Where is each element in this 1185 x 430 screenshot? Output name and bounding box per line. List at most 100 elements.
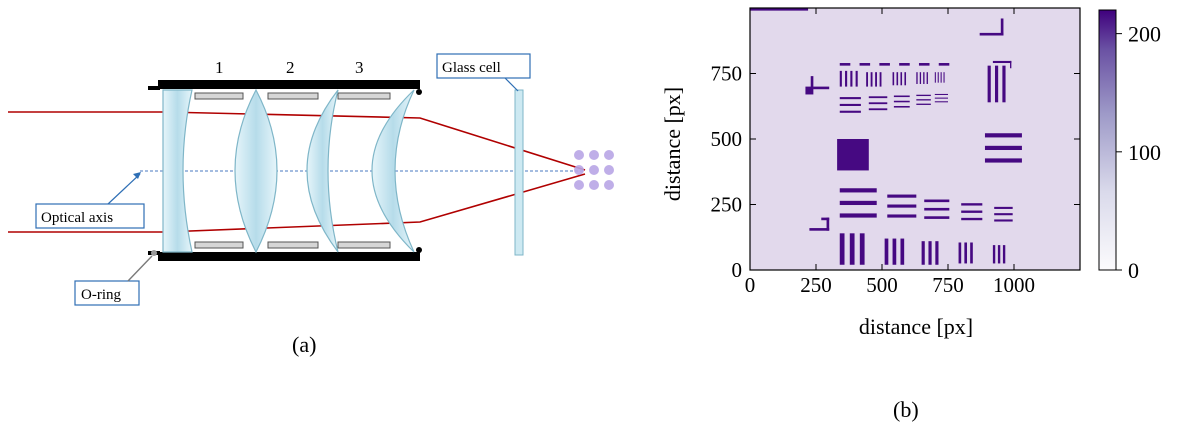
lens-number-2: 2 bbox=[286, 58, 295, 77]
target-bar bbox=[845, 70, 848, 87]
x-axis-label: distance [px] bbox=[859, 314, 973, 339]
target-bar bbox=[994, 213, 1013, 216]
target-bar bbox=[896, 72, 899, 86]
barrel-bottom-wall bbox=[158, 252, 420, 261]
target-bar bbox=[892, 72, 895, 86]
target-bar bbox=[958, 242, 962, 264]
target-bar bbox=[893, 95, 910, 98]
target-bar bbox=[961, 210, 983, 213]
target-bar bbox=[984, 158, 1022, 163]
target-bar bbox=[926, 72, 928, 84]
target-bar bbox=[919, 72, 922, 84]
colorbar-tick-label: 100 bbox=[1128, 140, 1161, 165]
target-bar bbox=[750, 8, 809, 11]
target-bar bbox=[839, 63, 851, 66]
target-bar bbox=[934, 101, 948, 103]
target-bar bbox=[868, 108, 888, 111]
y-tick-label: 500 bbox=[711, 127, 743, 151]
target-bar bbox=[892, 238, 897, 265]
heatmap-area bbox=[749, 7, 1081, 271]
target-bar bbox=[868, 102, 888, 105]
spacer-bottom-1 bbox=[194, 241, 244, 249]
target-bar bbox=[866, 72, 869, 87]
target-bar bbox=[1010, 60, 1012, 69]
target-bar bbox=[870, 72, 873, 87]
target-bar bbox=[899, 63, 910, 66]
light-rays bbox=[8, 111, 586, 233]
lens-number-3: 3 bbox=[355, 58, 364, 77]
spacer-top-2 bbox=[267, 92, 319, 100]
target-bar bbox=[837, 139, 869, 171]
target-bar bbox=[924, 207, 950, 211]
barrel-pin-bottom bbox=[416, 247, 422, 253]
target-bar bbox=[839, 110, 861, 113]
target-bar bbox=[938, 63, 950, 66]
y-tick-label: 250 bbox=[711, 193, 743, 217]
target-bar bbox=[900, 238, 905, 265]
target-bar bbox=[859, 233, 865, 265]
target-bar bbox=[921, 241, 925, 265]
target-bar bbox=[961, 217, 983, 221]
lens-3 bbox=[371, 89, 415, 253]
spacer-bottom-2 bbox=[267, 241, 319, 249]
target-bar bbox=[839, 233, 845, 265]
spacer-bottom-3 bbox=[337, 241, 391, 249]
target-bar bbox=[961, 203, 983, 206]
target-bar bbox=[893, 105, 910, 108]
target-bar bbox=[943, 72, 945, 83]
y-axis-label: distance [px] bbox=[660, 87, 685, 201]
target-bar bbox=[994, 219, 1013, 222]
target-bar bbox=[839, 97, 861, 100]
target-bar bbox=[1000, 18, 1004, 36]
barrel-pin-top bbox=[416, 89, 422, 95]
ray-upper bbox=[8, 111, 586, 171]
target-bar bbox=[997, 245, 1001, 264]
target-bar bbox=[940, 72, 942, 83]
target-bar bbox=[809, 228, 830, 231]
target-bar bbox=[934, 93, 948, 95]
target-bar bbox=[923, 72, 925, 84]
target-bar bbox=[849, 233, 855, 265]
target-bar bbox=[934, 97, 948, 99]
target-bar bbox=[934, 72, 936, 83]
resolution-target-features bbox=[750, 8, 1022, 265]
target-bar bbox=[979, 32, 1004, 36]
target-bar bbox=[879, 63, 890, 66]
heatmap-background bbox=[750, 8, 1080, 270]
target-bar bbox=[900, 72, 903, 86]
target-bar bbox=[916, 99, 931, 101]
target-bar bbox=[893, 100, 910, 103]
panel-a-caption: (a) bbox=[292, 332, 316, 357]
spacer-top-1 bbox=[194, 92, 244, 100]
target-bar bbox=[984, 133, 1022, 138]
target-bar bbox=[859, 63, 871, 66]
target-bar bbox=[884, 238, 889, 265]
target-bar bbox=[813, 86, 830, 90]
target-bar bbox=[826, 217, 830, 231]
window-lens bbox=[162, 89, 193, 253]
target-bar bbox=[992, 60, 1012, 64]
colorbar-tick-label: 200 bbox=[1128, 22, 1161, 47]
lens-1 bbox=[234, 88, 278, 254]
optical-axis-label: Optical axis bbox=[41, 210, 113, 226]
lens-2 bbox=[306, 89, 339, 253]
target-bar bbox=[987, 65, 991, 103]
optical-axis-callout: Optical axis bbox=[35, 172, 145, 229]
target-bar bbox=[887, 214, 917, 218]
x-tick-label: 250 bbox=[800, 273, 832, 297]
target-bar bbox=[839, 200, 877, 206]
target-bar bbox=[994, 206, 1013, 209]
target-bar bbox=[904, 72, 907, 86]
target-bar bbox=[805, 86, 814, 95]
ray-lower bbox=[8, 173, 586, 233]
y-tick-label: 0 bbox=[732, 258, 743, 282]
focal-dots bbox=[574, 150, 614, 190]
panel-b-caption: (b) bbox=[893, 397, 919, 422]
target-bar bbox=[970, 242, 973, 264]
panel-a-lens-diagram: 1 2 3 Glass cell Optical axis O-ring bbox=[8, 53, 614, 357]
spacer-top-3 bbox=[337, 92, 391, 100]
